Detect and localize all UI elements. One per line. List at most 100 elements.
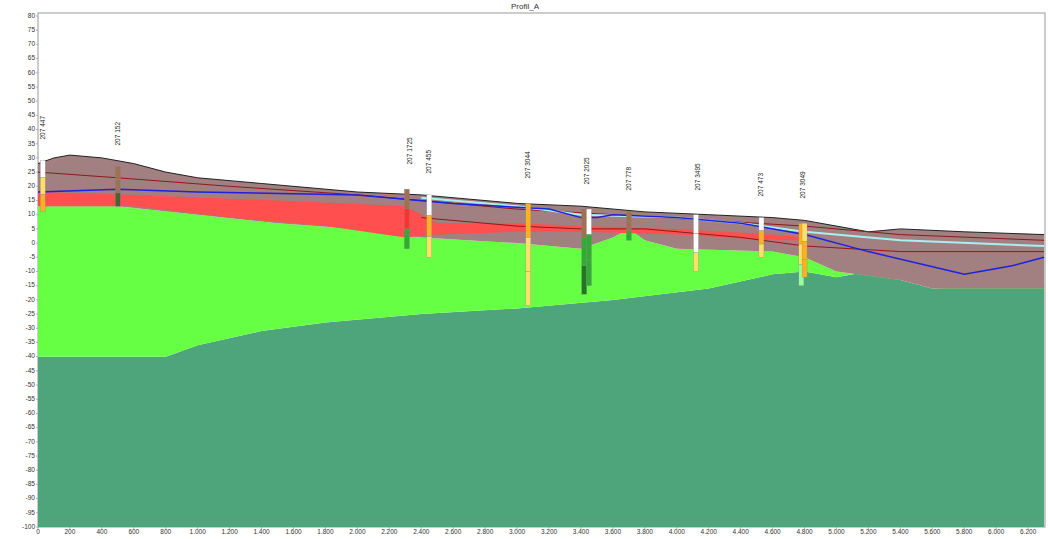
x-axis-tick: 5.600 <box>924 529 940 536</box>
tick-mark <box>36 385 38 386</box>
tick-mark <box>36 271 38 272</box>
y-axis-tick: -50 <box>26 382 35 389</box>
tick-mark <box>36 427 38 428</box>
borehole-segment <box>526 203 531 237</box>
y-axis-tick: -55 <box>26 396 35 403</box>
borehole-segment <box>693 234 698 253</box>
x-axis-tick: 1.400 <box>253 529 269 536</box>
borehole-segment <box>586 209 591 235</box>
borehole-segment <box>404 229 409 249</box>
y-axis-tick: -45 <box>26 368 35 375</box>
borehole-segment <box>427 216 432 237</box>
x-axis-tick: 0 <box>36 529 40 536</box>
y-axis-tick: 0 <box>31 240 35 247</box>
y-axis-tick: 30 <box>28 155 35 162</box>
y-axis-tick: 25 <box>28 169 35 176</box>
y-axis-tick: 35 <box>28 141 35 148</box>
tick-mark <box>36 129 38 130</box>
tick-mark <box>36 299 38 300</box>
x-axis-tick: 3.600 <box>605 529 621 536</box>
borehole-segment <box>115 193 120 206</box>
cover-unit <box>38 155 1044 288</box>
x-axis-tick: 4.400 <box>733 529 749 536</box>
borehole-label: 207 3495 <box>694 163 701 190</box>
borehole-label: 207 455 <box>426 150 433 174</box>
tick-mark <box>36 257 38 258</box>
tick-mark <box>36 143 38 144</box>
borehole-segment <box>693 215 698 234</box>
borehole-label: 207 778 <box>625 167 632 191</box>
x-axis-tick: 3.200 <box>541 529 557 536</box>
x-axis-tick: 5.400 <box>892 529 908 536</box>
tick-mark <box>36 413 38 414</box>
x-axis-tick: 6.200 <box>1020 529 1036 536</box>
tick-mark <box>36 157 38 158</box>
y-axis-tick: 20 <box>28 183 35 190</box>
x-axis-tick: 3.400 <box>573 529 589 536</box>
y-axis-tick: 80 <box>28 13 35 20</box>
borehole-segment <box>802 259 807 277</box>
x-axis-tick: 2.200 <box>381 529 397 536</box>
y-axis-tick: -75 <box>26 453 35 460</box>
tick-mark <box>36 214 38 215</box>
tick-mark <box>36 484 38 485</box>
plot-frame <box>38 13 1045 527</box>
y-axis-tick: -85 <box>26 481 35 488</box>
x-axis-tick: 5.200 <box>860 529 876 536</box>
borehole-label: 207 3044 <box>525 152 532 179</box>
y-axis-tick: -40 <box>26 353 35 360</box>
borehole-segment <box>40 161 45 178</box>
tick-mark <box>36 314 38 315</box>
y-axis-tick: -65 <box>26 424 35 431</box>
y-axis-tick: 15 <box>28 197 35 204</box>
tick-mark <box>36 370 38 371</box>
y-axis-tick: 55 <box>28 84 35 91</box>
borehole-segment <box>404 189 409 209</box>
borehole-segment <box>626 212 631 221</box>
x-axis-tick: 2.600 <box>445 529 461 536</box>
x-axis-tick: 400 <box>96 529 107 536</box>
tick-mark <box>36 58 38 59</box>
y-axis-tick: -90 <box>26 495 35 502</box>
y-axis-tick: 75 <box>28 27 35 34</box>
x-axis-tick: 6.000 <box>988 529 1004 536</box>
borehole-segment <box>582 266 587 294</box>
y-axis-tick: -95 <box>26 510 35 517</box>
borehole-segment <box>693 253 698 272</box>
y-axis-tick: -30 <box>26 325 35 332</box>
x-axis-tick: 4.800 <box>796 529 812 536</box>
y-axis-tick: 45 <box>28 112 35 119</box>
x-axis-tick: 3.000 <box>509 529 525 536</box>
tick-mark <box>36 16 38 17</box>
y-axis-tick: -25 <box>26 311 35 318</box>
y-axis-tick: -80 <box>26 467 35 474</box>
tick-mark <box>36 441 38 442</box>
x-axis-tick: 600 <box>128 529 139 536</box>
tick-mark <box>36 512 38 513</box>
borehole-segment <box>115 166 120 179</box>
x-axis-tick: 200 <box>65 529 76 536</box>
borehole-segment <box>40 195 45 212</box>
tick-mark <box>36 101 38 102</box>
x-axis-tick: 1.600 <box>285 529 301 536</box>
y-axis-tick: 40 <box>28 126 35 133</box>
tick-mark <box>36 86 38 87</box>
y-axis-tick: 10 <box>28 211 35 218</box>
tick-mark <box>36 115 38 116</box>
x-axis-tick: 5.800 <box>956 529 972 536</box>
chart-title: Profil_A <box>511 3 539 11</box>
borehole-segment <box>626 231 631 240</box>
borehole-segment <box>802 223 807 241</box>
tick-mark <box>36 356 38 357</box>
x-axis-tick: 4.600 <box>764 529 780 536</box>
borehole-segment <box>427 236 432 257</box>
borehole-segment <box>759 231 764 244</box>
borehole-segment <box>586 235 591 261</box>
borehole-segment <box>586 260 591 286</box>
y-axis-tick: -5 <box>29 254 35 261</box>
x-axis-tick: 800 <box>160 529 171 536</box>
borehole-segment <box>582 209 587 237</box>
borehole-segment <box>427 195 432 216</box>
x-axis-tick: 1.800 <box>317 529 333 536</box>
tick-mark <box>36 399 38 400</box>
